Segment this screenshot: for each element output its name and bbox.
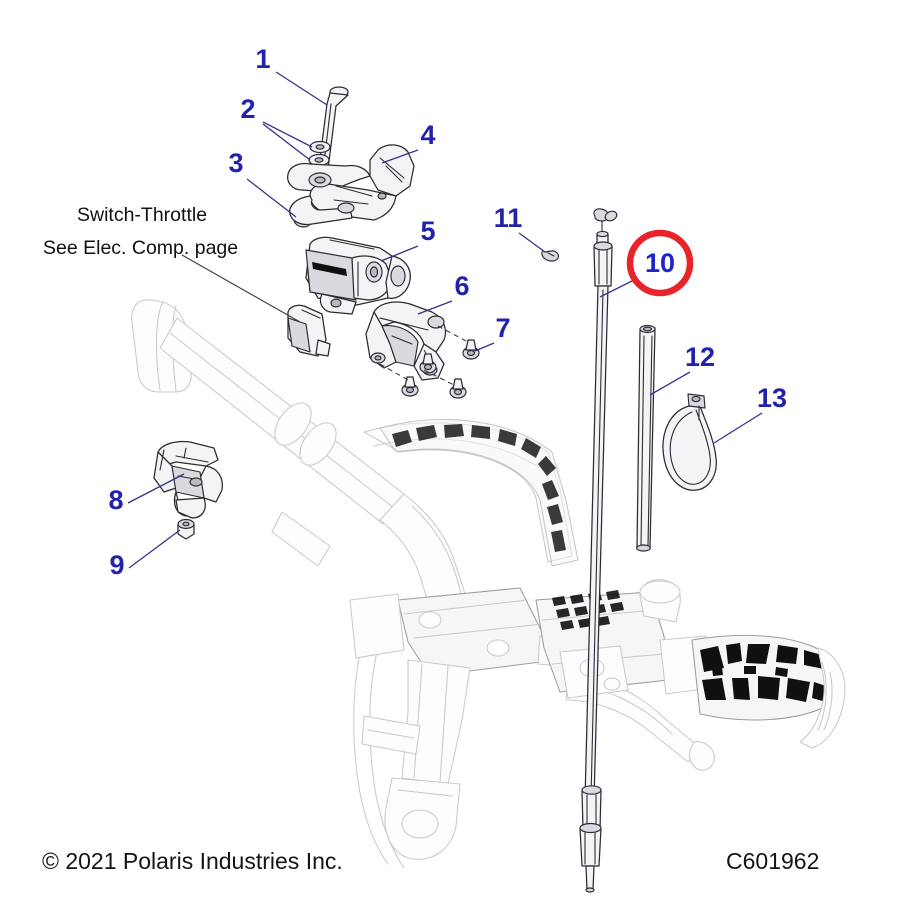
screw-d: [401, 376, 419, 397]
callout-1: 1: [255, 44, 270, 74]
leader-8: [127, 473, 185, 504]
screw-a: [462, 339, 480, 360]
callout-12: 12: [685, 342, 715, 372]
leader-12: [649, 371, 691, 396]
leader-9: [128, 529, 181, 569]
leader-7: [474, 342, 495, 352]
callout-9: 9: [109, 550, 124, 580]
switch-throttle-block: [287, 304, 331, 357]
callout-2: 2: [240, 94, 255, 124]
callout-6: 6: [454, 271, 469, 301]
leader-13: [713, 412, 763, 444]
switch-throttle-note: Switch-Throttle See Elec. Comp. page: [43, 204, 238, 259]
part-10-throttle-cable: [579, 208, 618, 893]
callout-13: 13: [757, 383, 787, 413]
callout-10: 10: [645, 248, 675, 278]
screw-c: [449, 378, 467, 399]
leader-4: [381, 149, 419, 164]
part-5-throttle-housing: [305, 236, 411, 315]
callout-8: 8: [108, 485, 123, 515]
leader-switch-throttle: [181, 254, 301, 323]
handlebar-assembly-ghost: [131, 299, 846, 869]
part-4-throttle-lever-bracket: [286, 144, 415, 226]
part-8-perch-bracket: [153, 440, 224, 519]
crossbar-pad: [379, 419, 579, 567]
callout-4: 4: [420, 120, 435, 150]
leader-3: [246, 178, 297, 218]
right-grip: [691, 634, 831, 721]
part-2-washers: [308, 140, 331, 167]
leader-2b: [262, 123, 311, 161]
part-7-screws: [379, 325, 480, 399]
part-13-cable-tie: [662, 393, 717, 491]
note-line-1: Switch-Throttle: [77, 204, 207, 226]
leader-lines: [127, 71, 763, 569]
callout-labels: 1 2 3 4 5 6 7 8 9 10 11 12 13: [108, 44, 787, 580]
part-6-housing-clamp: [365, 301, 447, 381]
part-11-clip: [541, 250, 560, 262]
callout-3: 3: [228, 148, 243, 178]
callout-7: 7: [495, 313, 510, 343]
leader-11: [518, 232, 546, 253]
leader-1: [275, 71, 328, 106]
callout-5: 5: [420, 216, 435, 246]
leader-10: [599, 279, 635, 298]
leader-5: [380, 245, 419, 262]
leader-2a: [262, 121, 313, 148]
copyright-text: © 2021 Polaris Industries Inc.: [42, 848, 343, 874]
callout-11: 11: [494, 203, 523, 233]
highlight-ring-10: [626, 229, 694, 297]
reservoir-texture: [552, 590, 624, 630]
leader-6: [417, 300, 453, 315]
part-9-nut: [177, 518, 195, 540]
part-12-cable-sleeve: [636, 324, 656, 552]
note-line-2: See Elec. Comp. page: [43, 237, 238, 259]
part-number-text: C601962: [726, 848, 819, 874]
